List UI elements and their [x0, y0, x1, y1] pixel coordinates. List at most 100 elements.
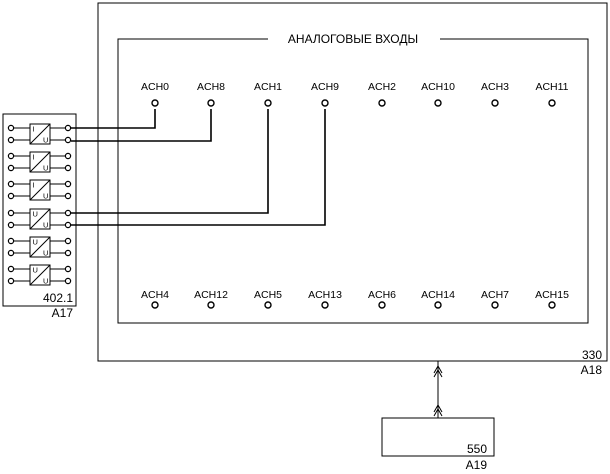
channel-terminal [378, 99, 386, 107]
channel-label: ACH12 [194, 289, 228, 301]
bus-arrow-up-icon [433, 364, 443, 378]
channel-ach12: ACH12 [194, 289, 228, 309]
channel-ach6: ACH6 [368, 289, 396, 309]
channel-label: ACH1 [254, 81, 282, 93]
output-terminal [64, 124, 72, 132]
converter-diagonal [29, 264, 51, 286]
input-terminal [7, 265, 15, 273]
channel-ach7: ACH7 [481, 289, 509, 309]
converter-3: IU [7, 179, 72, 201]
channel-terminal [151, 99, 159, 107]
wire-ach1 [71, 109, 269, 214]
channel-label: ACH7 [481, 289, 509, 301]
bus-arrow-down-icon [433, 403, 443, 417]
channel-terminal [548, 99, 556, 107]
converter-2: IU [7, 151, 72, 173]
channel-ach8: ACH8 [197, 81, 225, 107]
converter-input-label: U [33, 238, 38, 247]
output-terminal [64, 152, 72, 160]
main-box-ref: A18 [581, 363, 603, 377]
converter-output-label: U [43, 192, 48, 201]
channel-ach4: ACH4 [141, 289, 169, 309]
input-terminal [7, 136, 15, 144]
input-terminal [7, 152, 15, 160]
wire-ach8 [71, 109, 212, 142]
channel-label: ACH2 [368, 81, 396, 93]
converter-diagonal [29, 123, 51, 145]
channel-label: ACH8 [197, 81, 225, 93]
inner-panel-title: АНАЛОГОВЫЕ ВХОДЫ [288, 32, 418, 46]
converter-1: IU [7, 123, 72, 145]
channel-label: ACH14 [421, 289, 455, 301]
output-terminal [64, 265, 72, 273]
channel-ach15: ACH15 [535, 289, 569, 309]
channel-terminal [264, 301, 272, 309]
converter-4: UU [7, 208, 72, 230]
module-box [2, 113, 77, 307]
output-terminal [64, 164, 72, 172]
converter-output-label: U [43, 249, 48, 258]
channel-terminal [264, 99, 272, 107]
converter-output-label: U [43, 221, 48, 230]
channel-label: ACH0 [141, 81, 169, 93]
converter-diagonal [29, 151, 51, 173]
input-terminal [7, 221, 15, 229]
channel-ach1: ACH1 [254, 81, 282, 107]
channel-label: ACH10 [421, 81, 455, 93]
channel-terminal [548, 301, 556, 309]
output-terminal [64, 249, 72, 257]
bottom-channel-row: ACH4 ACH12 ACH5 ACH13 ACH6 ACH14 ACH7 ACH15 [141, 289, 569, 309]
input-terminal [7, 164, 15, 172]
channel-label: ACH5 [254, 289, 282, 301]
channel-label: ACH9 [311, 81, 339, 93]
output-terminal [64, 277, 72, 285]
channel-label: ACH15 [535, 289, 569, 301]
converter-input-label: U [33, 266, 38, 275]
converter-input-label: U [33, 210, 38, 219]
channel-ach0: ACH0 [141, 81, 169, 107]
channel-label: ACH13 [308, 289, 342, 301]
converter-input-label: I [33, 181, 35, 190]
channel-terminal [491, 99, 499, 107]
channel-ach3: ACH3 [481, 81, 509, 107]
input-terminal [7, 180, 15, 188]
output-terminal [64, 209, 72, 217]
output-terminal [64, 237, 72, 245]
input-terminal [7, 209, 15, 217]
channel-terminal [207, 99, 215, 107]
channel-label: ACH6 [368, 289, 396, 301]
converter-output-label: U [43, 277, 48, 286]
output-terminal [64, 136, 72, 144]
converter-output-label: U [43, 136, 48, 145]
input-terminal [7, 124, 15, 132]
converter-5: UU [7, 236, 72, 258]
main-box [97, 2, 608, 362]
channel-ach14: ACH14 [421, 289, 455, 309]
channel-label: ACH3 [481, 81, 509, 93]
input-terminal [7, 192, 15, 200]
output-terminal [64, 221, 72, 229]
inner-panel [117, 38, 589, 324]
channel-terminal [321, 301, 329, 309]
output-terminal [64, 180, 72, 188]
channel-terminal [207, 301, 215, 309]
wire-ach9 [71, 109, 326, 226]
channel-terminal [321, 99, 329, 107]
input-terminal [7, 249, 15, 257]
channel-terminal [434, 99, 442, 107]
module-ref: A17 [52, 306, 74, 320]
converter-output-label: U [43, 164, 48, 173]
channel-terminal [434, 301, 442, 309]
channel-terminal [378, 301, 386, 309]
bottom-box-code: 550 [467, 442, 487, 456]
channel-ach9: ACH9 [311, 81, 339, 107]
channel-terminal [151, 301, 159, 309]
bottom-box-ref: A19 [466, 458, 488, 472]
wire-ach0 [71, 109, 156, 129]
converter-diagonal [29, 179, 51, 201]
inner-panel-title-gap [268, 33, 440, 45]
converter-input-label: I [33, 153, 35, 162]
